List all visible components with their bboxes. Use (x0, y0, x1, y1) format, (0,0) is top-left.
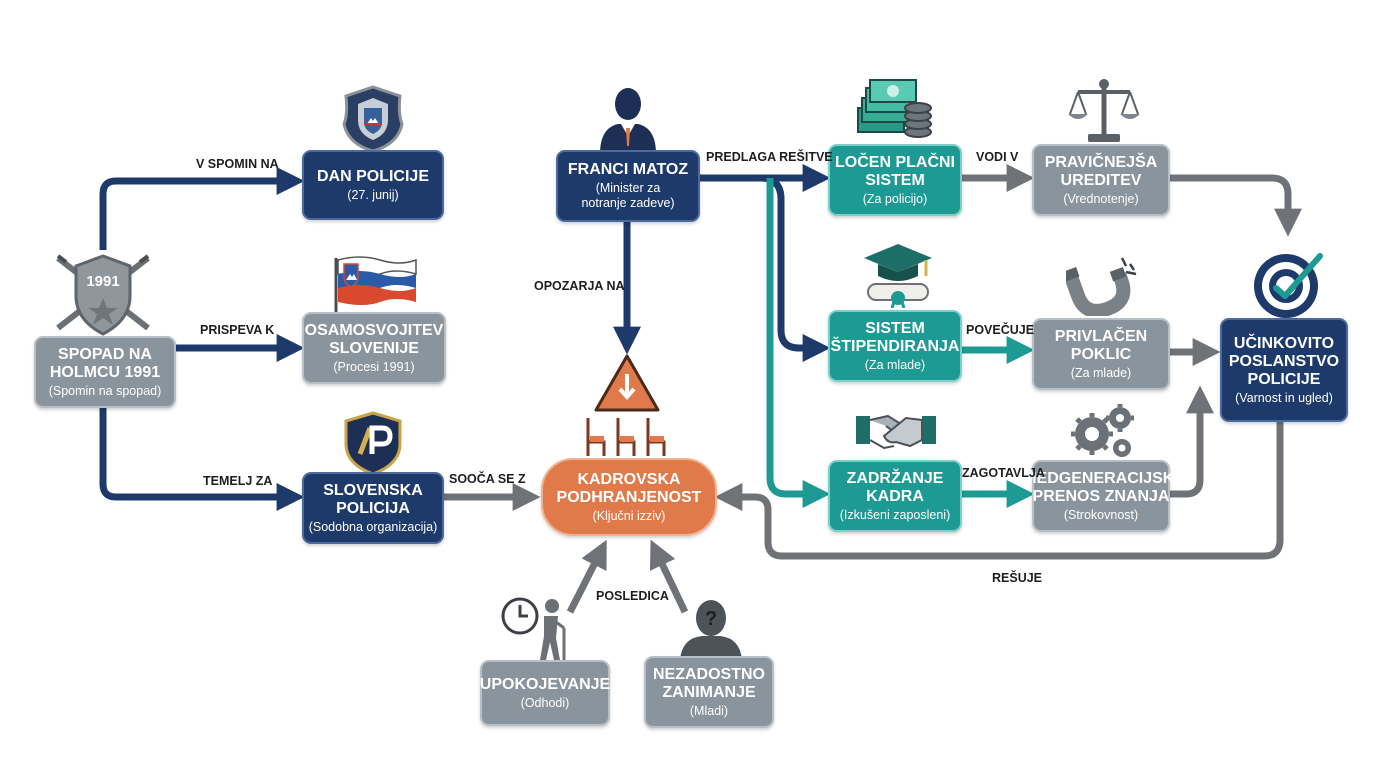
node-privl-title: PRIVLAČEN POKLIC (1054, 327, 1148, 363)
node-franci-title: FRANCI MATOZ (567, 161, 689, 178)
edge-ucink-kadr (714, 420, 1284, 560)
node-privl[interactable]: PRIVLAČEN POKLIC (Za mlade) (1032, 318, 1170, 390)
edge-nezad-kadr (649, 539, 689, 614)
edge-spopad-dan (99, 167, 305, 250)
edge-medg-ucink (1170, 385, 1214, 498)
label-resuje: REŠUJE (992, 571, 1043, 585)
node-ucink-title: UČINKOVITO POSLANSTVO POLICIJE (1228, 334, 1340, 388)
edge-branch-zadrz (766, 178, 831, 508)
node-prav-title: PRAVIČNEJŠA UREDITEV (1044, 153, 1158, 189)
node-upok-sub: (Odhodi) (520, 695, 570, 710)
gears-icon (1071, 404, 1134, 457)
node-ucink-sub: (Varnost in ugled) (1235, 390, 1333, 405)
node-slov-title: SLOVENSKA POLICIJA (323, 481, 423, 517)
node-zadrz-sub: (Izkušeni zaposleni) (839, 507, 951, 522)
empty-chairs-icon (586, 418, 666, 456)
money-stack-icon (857, 79, 932, 138)
node-spopad-sub: (Spomin na spopad) (48, 383, 162, 398)
node-franci-sub: (Minister za notranje zadeve) (581, 181, 675, 210)
svg-text:?: ? (705, 608, 717, 630)
warning-triangle-icon (594, 354, 660, 412)
graduation-cap-icon (864, 244, 932, 308)
node-nezad-title: NEZADOSTNO ZANIMANJE (653, 665, 765, 701)
node-medg-sub: (Strokovnost) (1063, 507, 1139, 522)
node-stip-title: SISTEM ŠTIPENDIRANJA (830, 319, 960, 355)
label-opozarja: OPOZARJA NA (534, 279, 625, 293)
node-spopad-title: SPOPAD NA HOLMCU 1991 (49, 345, 161, 381)
edge-prav-ucink (1170, 174, 1302, 237)
node-osam[interactable]: OSAMOSVOJITEV SLOVENIJE (Procesi 1991) (302, 312, 446, 384)
node-kadr-sub: (Ključni izziv) (592, 508, 666, 523)
crossed-rifles-shield-icon: 1991 (56, 254, 150, 336)
node-medg[interactable]: MEDGENERACIJSKI PRENOS ZNANJA (Strokovno… (1023, 460, 1179, 532)
node-stip-sub: (Za mlade) (864, 357, 926, 372)
node-prav[interactable]: PRAVIČNEJŠA UREDITEV (Vrednotenje) (1032, 144, 1170, 216)
label-vodi: VODI V (976, 150, 1019, 164)
node-osam-title: OSAMOSVOJITEV SLOVENIJE (304, 321, 444, 357)
node-nezad[interactable]: NEZADOSTNO ZANIMANJE (Mladi) (644, 656, 774, 728)
node-dan-title: DAN POLICIJE (316, 167, 429, 185)
node-prav-sub: (Vrednotenje) (1063, 191, 1139, 206)
node-dan[interactable]: DAN POLICIJE (27. junij) (302, 150, 444, 220)
node-upok-title: UPOKOJEVANJE (479, 675, 611, 693)
node-locen[interactable]: LOČEN PLAČNI SISTEM (Za policijo) (828, 144, 962, 216)
node-ucink[interactable]: UČINKOVITO POSLANSTVO POLICIJE (Varnost … (1220, 318, 1348, 422)
node-locen-title: LOČEN PLAČNI SISTEM (835, 153, 955, 189)
label-povecuje: POVEČUJE (966, 323, 1035, 337)
label-posledica: POSLEDICA (596, 589, 669, 603)
label-sooca: SOOČA SE Z (449, 472, 526, 486)
node-slov[interactable]: SLOVENSKA POLICIJA (Sodobna organizacija… (302, 472, 444, 544)
label-v-spomin: V SPOMIN NA (196, 157, 279, 171)
police-shield-logo-icon (344, 411, 402, 476)
edge-spopad-slov (99, 408, 305, 511)
node-slov-sub: (Sodobna organizacija) (308, 519, 438, 534)
police-badge-icon (342, 85, 404, 153)
scales-icon (1068, 79, 1140, 142)
node-zadrz[interactable]: ZADRŽANJE KADRA (Izkušeni zaposleni) (828, 460, 962, 532)
minister-person-icon (600, 88, 656, 154)
edge-upok-kadr (566, 539, 607, 614)
label-predlaga: PREDLAGA REŠITVE (706, 150, 833, 164)
node-locen-sub: (Za policijo) (862, 191, 928, 206)
magnet-icon (1066, 257, 1137, 316)
node-kadr[interactable]: KADROVSKA PODHRANJENOST (Ključni izziv) (541, 458, 717, 536)
badge-1991-text: 1991 (86, 273, 119, 290)
node-privl-sub: (Za mlade) (1070, 365, 1132, 380)
node-franci[interactable]: FRANCI MATOZ (Minister za notranje zadev… (556, 150, 700, 222)
handshake-icon (856, 414, 936, 450)
node-medg-title: MEDGENERACIJSKI PRENOS ZNANJA (1023, 469, 1179, 505)
question-person-icon: ? (680, 600, 742, 660)
node-kadr-title: KADROVSKA PODHRANJENOST (556, 470, 702, 506)
target-icon (1254, 253, 1323, 318)
label-zagotavlja: ZAGOTAVLJA (962, 466, 1045, 480)
slovenian-flag-icon (334, 256, 417, 312)
node-upok[interactable]: UPOKOJEVANJE (Odhodi) (480, 660, 610, 726)
label-temelj: TEMELJ ZA (203, 474, 273, 488)
node-spopad[interactable]: SPOPAD NA HOLMCU 1991 (Spomin na spopad) (34, 336, 176, 408)
node-dan-sub: (27. junij) (347, 187, 399, 202)
node-nezad-sub: (Mladi) (689, 703, 729, 718)
node-stip[interactable]: SISTEM ŠTIPENDIRANJA (Za mlade) (828, 310, 962, 382)
node-osam-sub: (Procesi 1991) (333, 359, 415, 374)
node-zadrz-title: ZADRŽANJE KADRA (846, 469, 944, 505)
clock-elderly-icon (501, 597, 566, 660)
label-prispeva: PRISPEVA K (200, 323, 275, 337)
